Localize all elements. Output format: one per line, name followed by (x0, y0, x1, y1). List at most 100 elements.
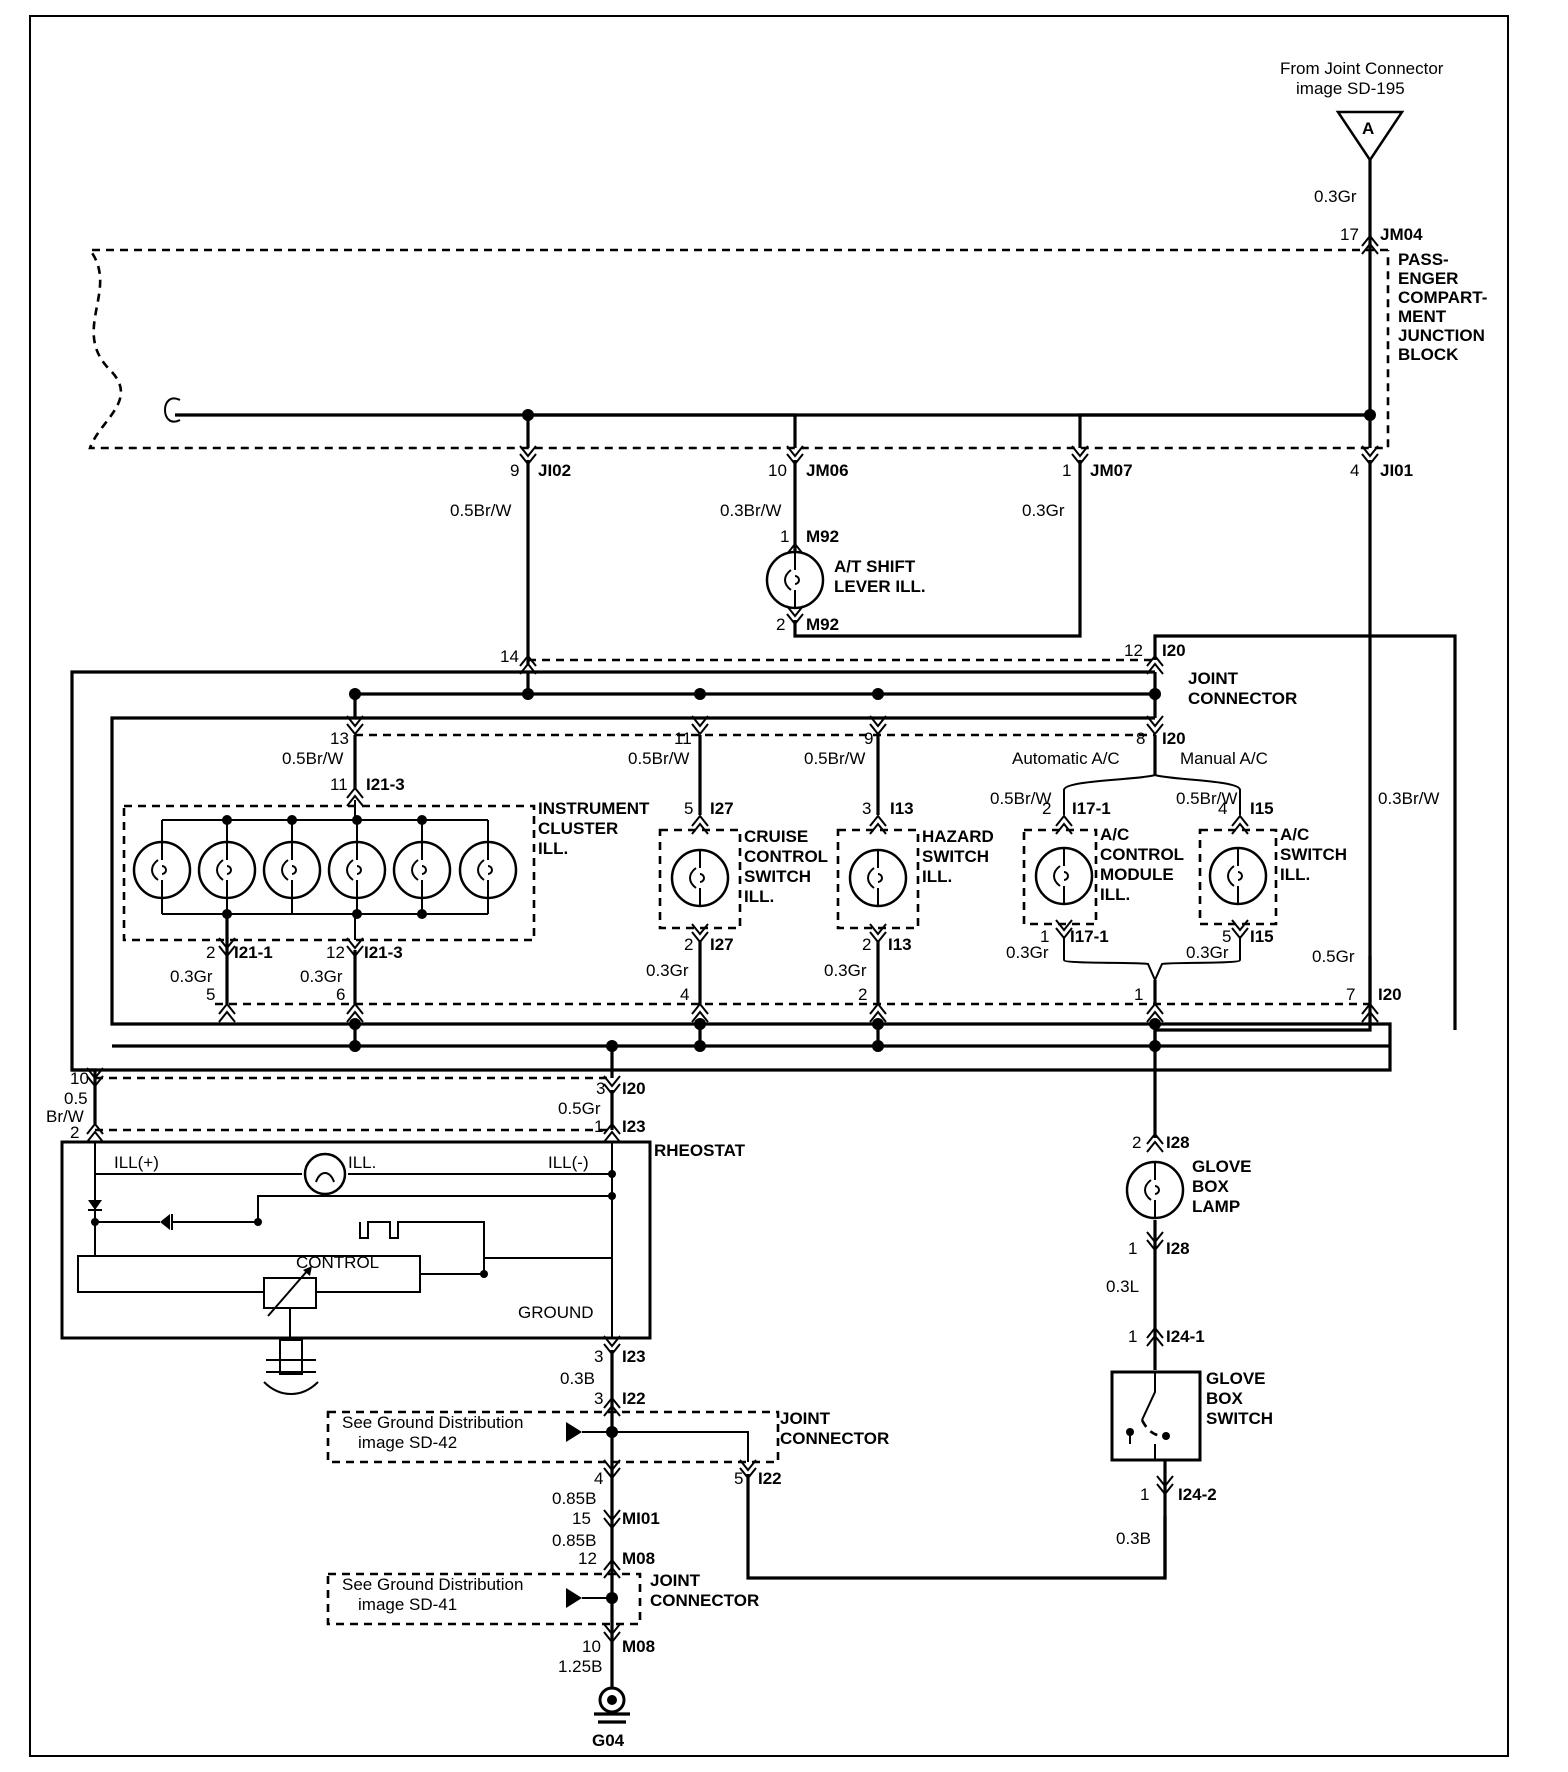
pins-i21-3-top-label: 11 (330, 775, 348, 794)
wires-ji01-wire-label: 0.3Br/W (1378, 789, 1439, 808)
pins-i15-4-label: 4 (1218, 799, 1227, 818)
pins-i21-1-label: 2 (206, 943, 215, 962)
wires-i27-in-label: 0.5Br/W (628, 749, 689, 768)
components-hazard-0-label: HAZARD (922, 827, 994, 846)
pins-i24-1-label: 1 (1128, 1327, 1137, 1346)
pins-i28-name-label: I28 (1166, 1133, 1190, 1152)
pins-i15-5-label: 5 (1222, 927, 1231, 946)
pins-i22-name-label: I22 (758, 1469, 782, 1488)
components-ac-switch-0-label: A/C (1280, 825, 1309, 844)
pins-i22-name-label: I22 (622, 1389, 646, 1408)
components-glove-lamp-2-label: LAMP (1192, 1197, 1240, 1216)
pins-i20-name-label: I20 (1162, 729, 1186, 748)
pins-m92-1-label: 1 (780, 527, 789, 546)
components-joint-connector-0-label: JOINT (1188, 669, 1239, 688)
pins-i23-1-label: 1 (594, 1117, 603, 1136)
ground-joint-connector-2: See Ground Distribution image SD-41 JOIN… (326, 1571, 759, 1626)
components-ac-module-2-label: MODULE (1100, 865, 1174, 884)
pins-i27-name-label: I27 (710, 799, 734, 818)
passenger-junction-block-lines-1-label: ENGER (1398, 269, 1458, 288)
pins-jm06-name-label: JM06 (806, 461, 849, 480)
wires-mi01-label: 0.85B (552, 1531, 596, 1550)
wires-i24-2-label: 0.3B (1116, 1529, 1151, 1548)
components-cruise-0-label: CRUISE (744, 827, 808, 846)
pins-m08-name-label: M08 (622, 1549, 655, 1568)
pins-i27-2-label: 2 (684, 935, 693, 954)
wires-i21-3-out-label: 0.3Gr (300, 967, 343, 986)
ac-switch-ill: A/C SWITCH ILL. (1198, 825, 1347, 926)
components-glove-switch-2-label: SWITCH (1206, 1409, 1273, 1428)
components-rheostat-ill-label: ILL. (348, 1153, 376, 1172)
pins-i23-name-label: I23 (622, 1347, 646, 1366)
pins-i13-name-label: I13 (890, 799, 914, 818)
pins-ji01-label: 4 (1350, 461, 1359, 480)
pins-jm06-label: 10 (768, 461, 787, 480)
pins-i15-name-label: I15 (1250, 799, 1274, 818)
components-glove-lamp-0-label: GLOVE (1192, 1157, 1252, 1176)
components-rheostat-control-label: CONTROL (296, 1253, 379, 1272)
wires-i22-4-label: 0.85B (552, 1489, 596, 1508)
pins-mi01-label: 15 (572, 1509, 591, 1528)
pins-i22-4-label: 4 (594, 1469, 603, 1488)
pins-jm04-name-label: JM04 (1380, 225, 1423, 244)
pins-m08-name-label: M08 (622, 1637, 655, 1656)
components-cruise-2-label: SWITCH (744, 867, 811, 886)
pins-i20-14-label: 14 (500, 647, 519, 666)
components-rheostat-ill-plus-label: ILL(+) (114, 1153, 159, 1172)
pins-i20-11-label: 11 (674, 729, 692, 748)
pins-i20-13-label: 13 (330, 729, 349, 748)
at-shift-lever-lamp (765, 550, 825, 610)
pins-i24-1-name-label: I24-1 (1166, 1327, 1205, 1346)
wires-i20-7-label: 0.5Gr (1312, 947, 1355, 966)
components-ac-module-1-label: CONTROL (1100, 845, 1184, 864)
ground-joint-connector-1: See Ground Distribution image SD-42 JOIN… (326, 1409, 889, 1464)
components-instrument-cluster-0-label: INSTRUMENT (538, 799, 650, 818)
pins-i17-1-label: 1 (1040, 927, 1049, 946)
components-hazard-2-label: ILL. (922, 867, 952, 886)
rheostat: RHEOSTAT ILL(+) ILL. ILL(-) CONTROL GROU… (60, 1140, 746, 1395)
pins-i20-4-label: 4 (680, 985, 689, 1004)
pins-i23-name-label: I23 (622, 1117, 646, 1136)
wires-i17-out-label: 0.3Gr (1006, 943, 1049, 962)
pins-i27-name-label: I27 (710, 935, 734, 954)
joint-connector-i20: 14 12 I20 JOINT CONNECTOR 13 11 9 8 I20 … (70, 634, 1457, 1072)
pins-jm07-label: 1 (1062, 461, 1071, 480)
components-ground-ref-2-0-label: See Ground Distribution (342, 1575, 523, 1594)
wires-i17-in-label: 0.5Br/W (990, 789, 1051, 808)
pins-i23-2-label: 2 (70, 1123, 79, 1142)
components-ground-ref-1-1-label: image SD-42 (358, 1433, 457, 1452)
cruise-control-switch-ill: CRUISE CONTROL SWITCH ILL. (658, 827, 828, 930)
glove-box-lamp: GLOVE BOX LAMP (1125, 1157, 1252, 1220)
components-ground-ref-2-1-label: image SD-41 (358, 1595, 457, 1614)
pins-m92-name-label: M92 (806, 527, 839, 546)
pins-i20-9-label: 9 (864, 729, 873, 748)
components-instrument-cluster-1-label: CLUSTER (538, 819, 618, 838)
source-line2: image SD-195 (1296, 79, 1405, 98)
pins-i20-name-label: I20 (1162, 641, 1186, 660)
pins-i17-name-label: I17-1 (1070, 927, 1109, 946)
wires-i28-1-label: 0.3L (1106, 1277, 1139, 1296)
components-ac-switch-1-label: SWITCH (1280, 845, 1347, 864)
pins-ji02-label: 9 (510, 461, 519, 480)
pins-i21-1-name-label: I21-1 (234, 943, 273, 962)
pins-i28-2-label: 2 (1132, 1133, 1141, 1152)
passenger-junction-block: PASS- ENGER COMPART- MENT JUNCTION BLOCK (87, 248, 1487, 450)
wires-i20-3-label: 0.5Gr (558, 1099, 601, 1118)
wires-i15-in-label: 0.5Br/W (1176, 789, 1237, 808)
pins-i24-2-name-label: I24-2 (1178, 1485, 1217, 1504)
wires-jm07-wire-label: 0.3Gr (1022, 501, 1065, 520)
components-ac-module-0-label: A/C (1100, 825, 1129, 844)
ground-symbol-g04: G04 (592, 1686, 630, 1750)
pins-m08-10-label: 10 (582, 1637, 601, 1656)
pins-i17-name-label: I17-1 (1072, 799, 1111, 818)
pins-i13-3-label: 3 (862, 799, 871, 818)
page-frame (29, 15, 1509, 1757)
components-ground-ref-1-0-label: See Ground Distribution (342, 1413, 523, 1432)
wires-i13-in-label: 0.5Br/W (804, 749, 865, 768)
pins-i20-5-label: 5 (206, 985, 215, 1004)
pins-i22-5-label: 5 (734, 1469, 743, 1488)
pins-i13-name-label: I13 (888, 935, 912, 954)
wires-jm06-wire-label: 0.3Br/W (720, 501, 781, 520)
pins-i13-2-label: 2 (862, 935, 871, 954)
